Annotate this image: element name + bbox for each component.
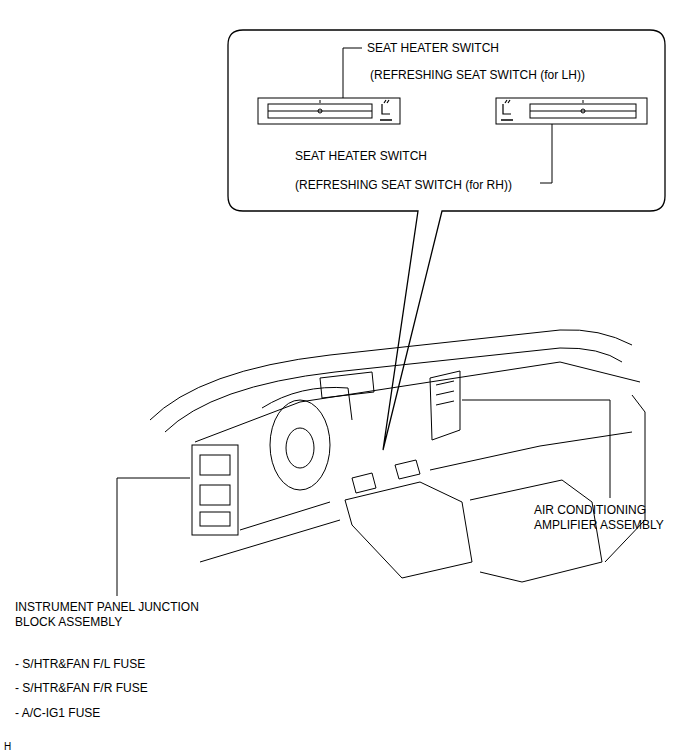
fuse-name: - S/HTR&FAN F/L FUSE xyxy=(15,657,145,671)
leader-line xyxy=(117,478,190,596)
fuse-name: - S/HTR&FAN F/R FUSE xyxy=(15,681,148,695)
part-name: (REFRESHING SEAT SWITCH (for LH)) xyxy=(370,68,585,82)
part-name: (REFRESHING SEAT SWITCH (for RH)) xyxy=(295,178,512,192)
part-name: SEAT HEATER SWITCH xyxy=(295,149,427,163)
leader-line xyxy=(343,48,362,98)
dashboard-drawing xyxy=(150,330,645,582)
part-name: INSTRUMENT PANEL JUNCTION BLOCK ASSEMBLY xyxy=(15,600,230,630)
part-name: AIR CONDITIONING AMPLIFIER ASSEMBLY xyxy=(534,503,684,533)
seat-heater-switch-rh xyxy=(496,98,647,124)
callout-bubble xyxy=(228,30,665,450)
fuse-name: - A/C-IG1 FUSE xyxy=(15,706,100,720)
part-name: SEAT HEATER SWITCH xyxy=(367,41,499,55)
leader-line xyxy=(540,124,552,183)
seat-heater-switch-lh xyxy=(258,98,400,124)
leader-line xyxy=(462,400,610,498)
figure-code: H xyxy=(4,740,11,754)
